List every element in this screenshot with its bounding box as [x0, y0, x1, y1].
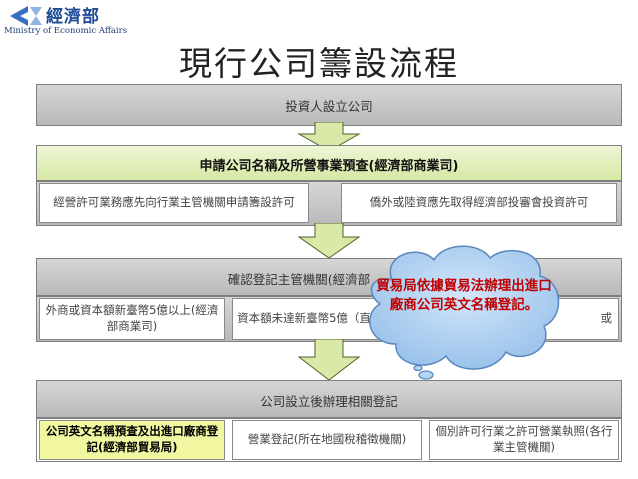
ministry-logo-icon	[10, 6, 42, 26]
page-title: 現行公司籌設流程	[179, 44, 459, 83]
step-invest-label: 投資人設立公司	[285, 99, 373, 114]
down-arrow-1	[297, 122, 361, 152]
callout-cloud	[369, 245, 560, 380]
business-registration-cell: 營業登記(所在地國稅稽徵機關)	[232, 420, 422, 460]
authority-moea-cell: 外商或資本額新臺幣5億以上(經濟部商業司)	[39, 298, 225, 340]
ministry-logo: 經濟部 Ministry of Economic Affairs	[2, 2, 127, 38]
callout-text: 貿易局依據貿易法辦理出進口廠商公司英文名稱登記。	[376, 278, 552, 314]
investment-permit-cell: 僑外或陸資應先取得經濟部投審會投資許可	[341, 183, 617, 223]
step-authority-heading: 確認登記主管機關(經濟部	[227, 272, 371, 287]
industry-license-cell: 個別許可行業之許可營業執照(各行業主管機關)	[429, 420, 619, 460]
industry-permit-cell: 經營許可業務應先向行業主管機關申請籌設許可	[39, 183, 309, 223]
step-name-check-heading: 申請公司名稱及所營事業預查(經濟部商業司)	[199, 159, 459, 174]
step-invest-band: 投資人設立公司	[36, 84, 622, 126]
step-post-registration-band: 公司設立後辦理相關登記	[36, 380, 622, 418]
logo-chinese-name: 經濟部	[46, 7, 100, 27]
down-arrow-3	[297, 339, 361, 381]
logo-english-name: Ministry of Economic Affairs	[4, 26, 128, 36]
english-name-trade-registration-cell: 公司英文名稱預查及出進口廠商登記(經濟部貿易局)	[39, 420, 225, 460]
flowchart: 投資人設立公司 申請公司名稱及所營事業預查(經濟部商業司) 經營許可業務應先向行…	[36, 84, 622, 462]
down-arrow-2	[297, 223, 361, 259]
step-post-registration-heading: 公司設立後辦理相關登記	[260, 394, 398, 409]
step-name-check-band: 申請公司名稱及所營事業預查(經濟部商業司)	[36, 145, 622, 181]
